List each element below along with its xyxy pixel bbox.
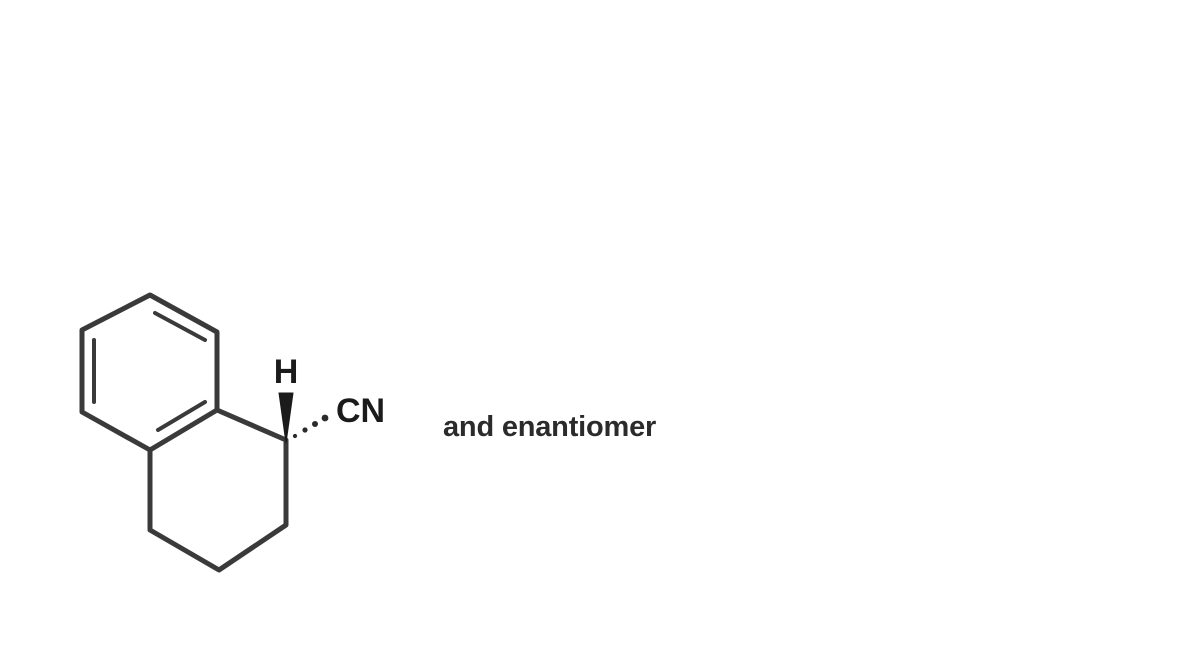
aromatic-ring xyxy=(79,292,220,453)
dashed-bond-to-nitrile xyxy=(292,414,329,439)
saturated-ring xyxy=(147,407,289,573)
hydrogen-atom-label: H xyxy=(274,353,299,391)
enantiomer-annotation: and enantiomer xyxy=(443,411,657,443)
dash-segment-3 xyxy=(312,421,318,427)
dash-segment-4 xyxy=(321,414,329,422)
dash-segment-1 xyxy=(292,433,298,439)
aromatic-double-bond-line-top-right xyxy=(153,311,207,342)
nitrile-group-label: CN xyxy=(336,392,385,430)
aromatic-double-bond-line-bottom-right xyxy=(156,400,207,432)
aromatic-ring-outline xyxy=(79,292,220,453)
wedge-bond-triangle xyxy=(278,392,294,444)
saturated-ring-outline xyxy=(147,407,289,573)
dash-segment-2 xyxy=(302,427,308,433)
wedge-bond-to-hydrogen xyxy=(278,392,294,444)
